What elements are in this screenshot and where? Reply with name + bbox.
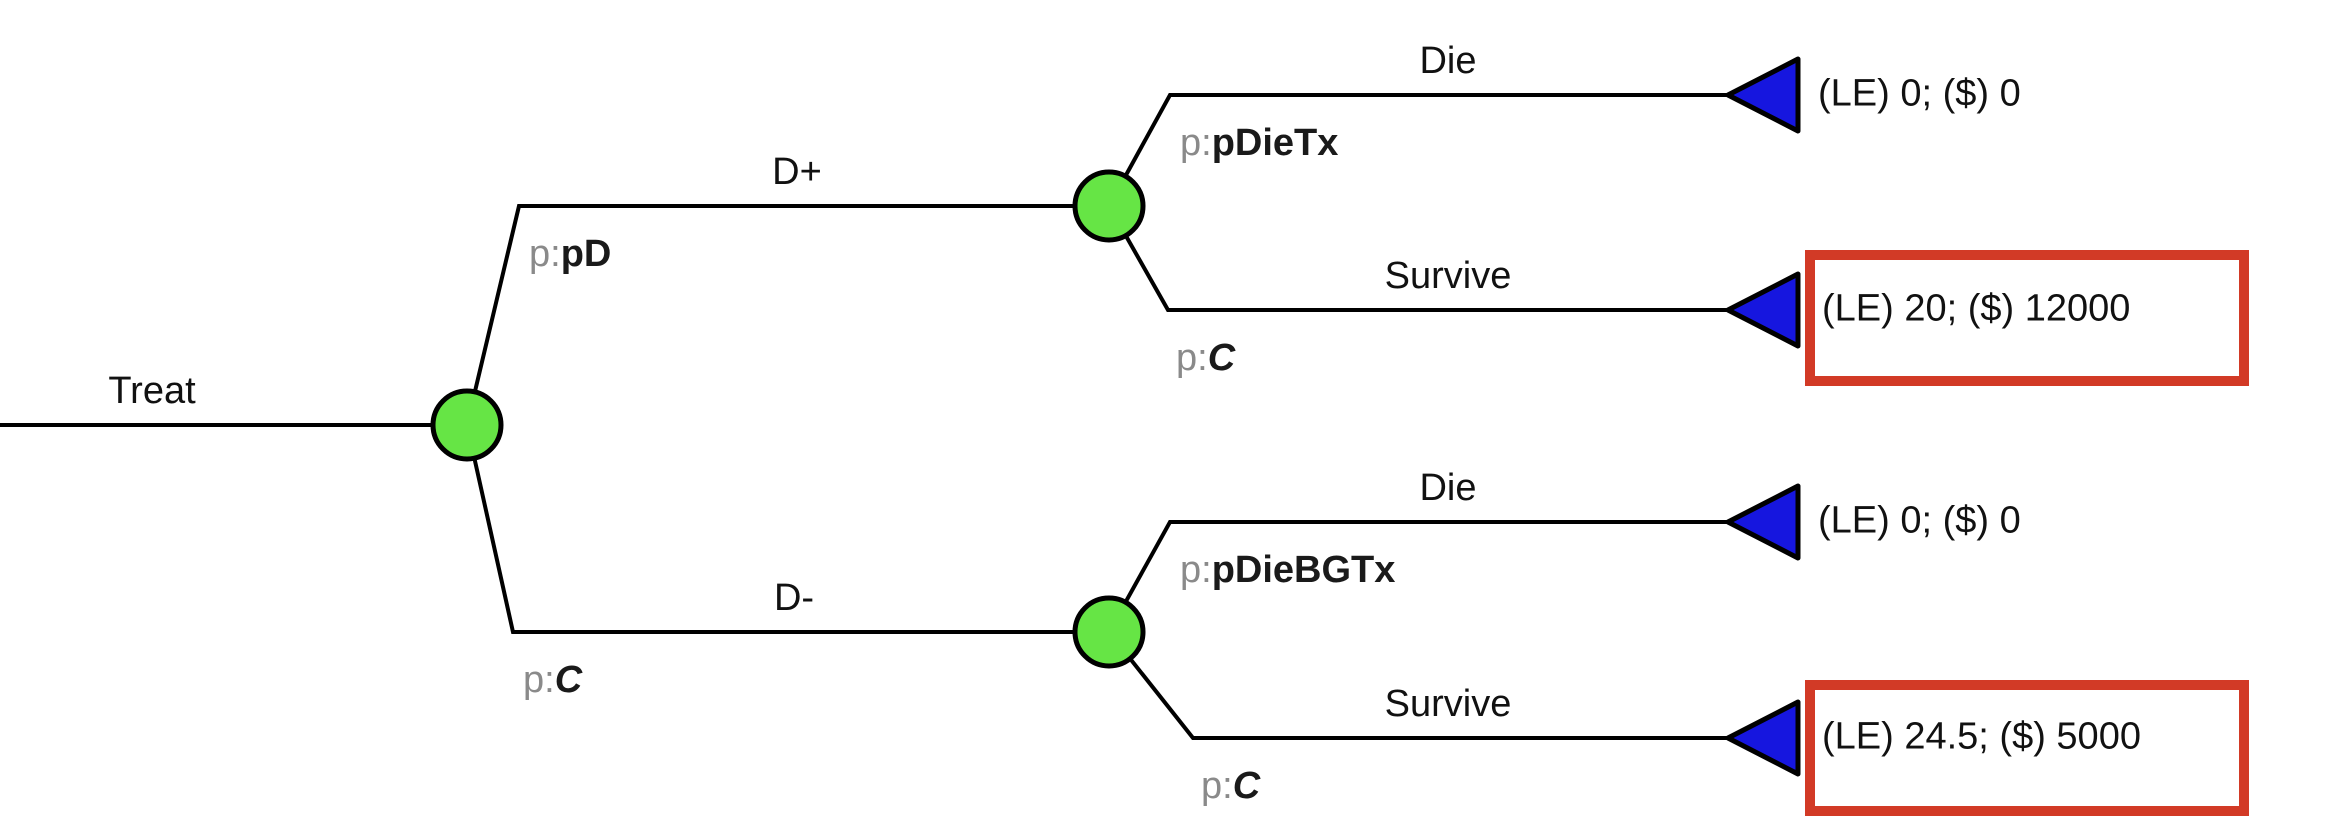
chance-node-d-plus[interactable] [1072,169,1146,243]
branch-label-d-plus: D+ [772,151,822,194]
probability-value: pDieBGTx [1211,549,1396,591]
payoff-die-lower[interactable]: (LE) 0; ($) 0 [1818,499,2021,542]
probability-label-survive-upper: p:C [1176,337,1236,380]
chance-node-root[interactable] [430,388,504,462]
branch-line-d-plus [465,204,1109,426]
branch-line-d-minus [465,424,1109,634]
probability-label-die-upper: p:pDieTx [1180,122,1339,165]
branch-label-survive-lower: Survive [1384,683,1512,726]
probability-prefix: p: [1176,337,1208,379]
branch-label-die-upper: Die [1419,40,1477,83]
probability-prefix: p: [1180,549,1212,591]
terminal-node-survive-upper[interactable] [1725,271,1801,349]
branch-label-die-lower: Die [1419,467,1477,510]
branch-label-treat: Treat [108,370,196,413]
payoff-survive-lower[interactable]: (LE) 24.5; ($) 5000 [1822,715,2141,758]
terminal-node-die-upper[interactable] [1725,56,1801,134]
branch-label-survive-upper: Survive [1384,255,1512,298]
probability-value: pD [560,233,612,275]
payoff-survive-upper[interactable]: (LE) 20; ($) 12000 [1822,287,2131,330]
probability-prefix: p: [523,659,555,701]
probability-prefix: p: [1201,765,1233,807]
payoff-die-upper[interactable]: (LE) 0; ($) 0 [1818,72,2021,115]
probability-prefix: p: [529,233,561,275]
branch-line-die-lower [1107,520,1728,633]
probability-label-survive-lower: p:C [1201,765,1261,808]
branch-line-survive-upper [1107,205,1728,312]
probability-label-d-minus: p:C [523,659,583,702]
terminal-node-die-lower[interactable] [1725,483,1801,561]
probability-value: C [1207,337,1236,379]
branch-line-die-upper [1107,93,1728,207]
terminal-node-survive-lower[interactable] [1725,699,1801,777]
chance-node-d-minus[interactable] [1072,595,1146,669]
probability-label-d-plus: p:pD [529,233,612,276]
probability-label-die-lower: p:pDieBGTx [1180,549,1396,592]
probability-value: pDieTx [1211,122,1339,164]
probability-value: C [554,659,583,701]
highlight-box-survive-lower [1805,680,2249,816]
highlight-box-survive-upper [1805,250,2249,386]
branch-line-survive-lower [1107,630,1728,740]
branch-label-d-minus: D- [773,577,815,620]
probability-value: C [1232,765,1261,807]
probability-prefix: p: [1180,122,1212,164]
